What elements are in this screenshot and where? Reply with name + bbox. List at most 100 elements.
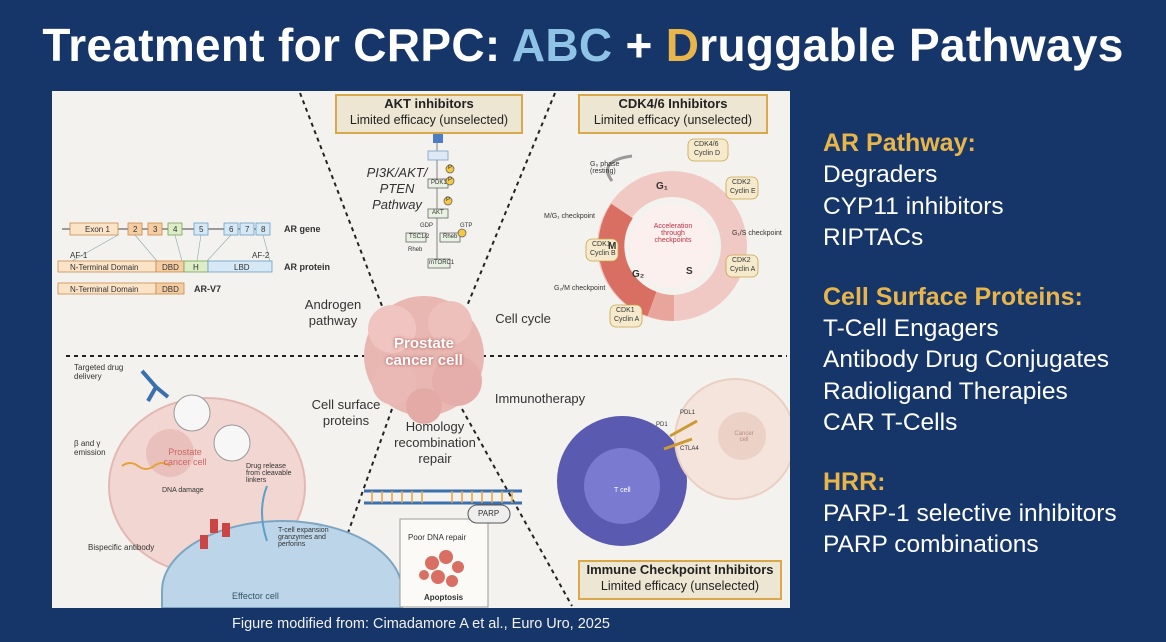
section-dividers [66,92,787,607]
akt-tsc: TSC1/2 [409,234,430,240]
pi3k-label: PI3K/AKT/ PTEN Pathway [366,165,428,212]
ar-h: H [193,263,199,272]
divider-bottom-right [461,408,573,607]
cc-cyce: Cyclin E [730,188,756,195]
cc-g0: G₀ phase (resting) [590,161,620,175]
ar-gene-label: AR gene [284,224,321,234]
pathway-list: AR Pathway: Degraders CYP11 inhibitors R… [823,128,1153,589]
parp-diagram [364,489,522,608]
cc-center: Acceleration through checkpoints [653,223,693,244]
ar-af1: AF-1 [70,251,88,260]
im-cancer: Cancer cell [734,431,754,443]
cc-cdk46: CDK4/6 [694,141,719,148]
sp-bispecific: Bispecific antibody [88,543,155,552]
sp-dna: DNA damage [162,487,204,494]
akt-gdp: GDP [420,223,434,229]
ici-box: Immune Checkpoint Inhibitors Limited eff… [578,560,782,600]
ar-dbd: DBD [162,263,179,272]
im-pdl1: PDL1 [680,410,696,416]
parp-apoptosis: Apoptosis [424,593,464,602]
ici-box-sub: Limited efficacy (unselected) [600,579,760,593]
cc-g1: G₁ [656,181,668,192]
im-tcell: T cell [614,487,631,494]
slide-title: Treatment for CRPC: ABC + Druggable Path… [0,18,1166,72]
cdk-box-title: CDK4/6 Inhibitors [618,96,728,111]
parp-label: PARP [478,509,500,518]
section-surface-item: Antibody Drug Conjugates [823,346,1110,373]
cc-g2m: G₂/M checkpoint [554,285,606,292]
cc-m: M [608,241,617,252]
section-hrr: HRR: PARP-1 selective inhibitors PARP co… [823,467,1153,561]
cc-cyca: Cyclin A [730,266,756,273]
im-pd1: PD1 [656,422,668,428]
ar-e6: 6 [229,225,234,234]
akt-inhibitors-box: AKT inhibitors Limited efficacy (unselec… [335,94,523,134]
cc-s: S [686,266,693,277]
sp-effector: Effector cell [232,591,279,601]
ar-e5: 5 [199,225,204,234]
ar-e2: 2 [133,225,138,234]
section-hrr-item: PARP combinations [823,531,1039,558]
cell-cycle-diagram [585,138,759,328]
ar-ntd: N-Terminal Domain [70,263,139,272]
section-ar-item: Degraders [823,161,938,188]
cc-cycb: Cyclin B [590,250,616,257]
pathway-figure: AKT inhibitors Limited efficacy (unselec… [52,91,790,608]
ar-e7: 7 [245,225,250,234]
akt-pdk1: PDK1 [431,180,447,186]
akt-p2: P [448,177,453,183]
title-abc: ABC [511,19,613,71]
divider-top-right [466,92,556,307]
title-d: D [665,19,700,71]
sp-pcc: Prostate cancer cell [163,447,207,467]
section-ar-head: AR Pathway: [823,129,976,157]
section-surface-head: Cell Surface Proteins: [823,282,1083,311]
section-hrr-head: HRR: [823,467,886,496]
cc-mg1: M/G₁ checkpoint [544,213,595,220]
ar-lbd: LBD [234,263,250,272]
cc-cdk2b: CDK2 [732,257,751,264]
sp-tcell-exp: T-cell expansion granzymes and perforins [278,527,329,548]
ar-dbd-2: DBD [162,285,179,294]
section-surface-item: Radioligand Therapies [823,377,1068,405]
immuno-label: Immunotherapy [494,391,586,406]
section-hrr-item: PARP-1 selective inhibitors [823,499,1117,527]
ar-af2: AF-2 [252,251,270,260]
cc-cycd: Cyclin D [694,150,721,157]
akt-mtorc1: mTORC1 [429,260,455,266]
cdk-inhibitors-box: CDK4/6 Inhibitors Limited efficacy (unse… [578,94,768,134]
cc-cdk1a: CDK1 [592,241,611,248]
section-ar: AR Pathway: Degraders CYP11 inhibitors R… [823,128,1153,254]
sp-release: Drug release from cleavable linkers [246,463,292,484]
cc-g1s: G₁/S checkpoint [732,230,782,237]
akt-box-title: AKT inhibitors [384,96,474,111]
ar-ntd-2: N-Terminal Domain [70,285,139,294]
akt-pathway-diagram [405,131,467,269]
divider-bottom-left [321,408,393,607]
figure-caption: Figure modified from: Cimadamore A et al… [232,616,610,632]
ar-gene-diagram [57,222,273,295]
cc-cyca2: Cyclin A [614,316,640,323]
sp-beta: β and γ emission [74,439,106,457]
ar-e3: 3 [153,225,158,234]
ar-e8: 8 [261,225,266,234]
title-part-5: ruggable Pathways [699,19,1124,71]
cell-cycle-label: Cell cycle [495,311,551,326]
cc-cdk2a: CDK2 [732,179,751,186]
akt-akt: AKT [432,210,444,216]
section-ar-item: RIPTACs [823,224,924,251]
prostate-cell-graphic [364,296,484,424]
akt-box-sub: Limited efficacy (unselected) [349,113,509,127]
ar-e4: 4 [173,225,178,234]
akt-gtp: GTP [460,223,473,229]
title-part-1: Treatment for CRPC: [42,19,512,71]
center-label: Prostate cancer cell [385,335,463,369]
akt-p3: P [446,197,451,203]
sp-targeted: Targeted drug delivery [74,363,124,381]
section-surface: Cell Surface Proteins: T-Cell Engagers A… [823,282,1153,439]
akt-rheb2: Rheb [408,247,423,253]
surface-label: Cell surface proteins [311,397,381,428]
cc-cdk1b: CDK1 [616,307,635,314]
parp-poor: Poor DNA repair [408,533,467,542]
ici-box-title: Immune Checkpoint Inhibitors [586,562,774,577]
